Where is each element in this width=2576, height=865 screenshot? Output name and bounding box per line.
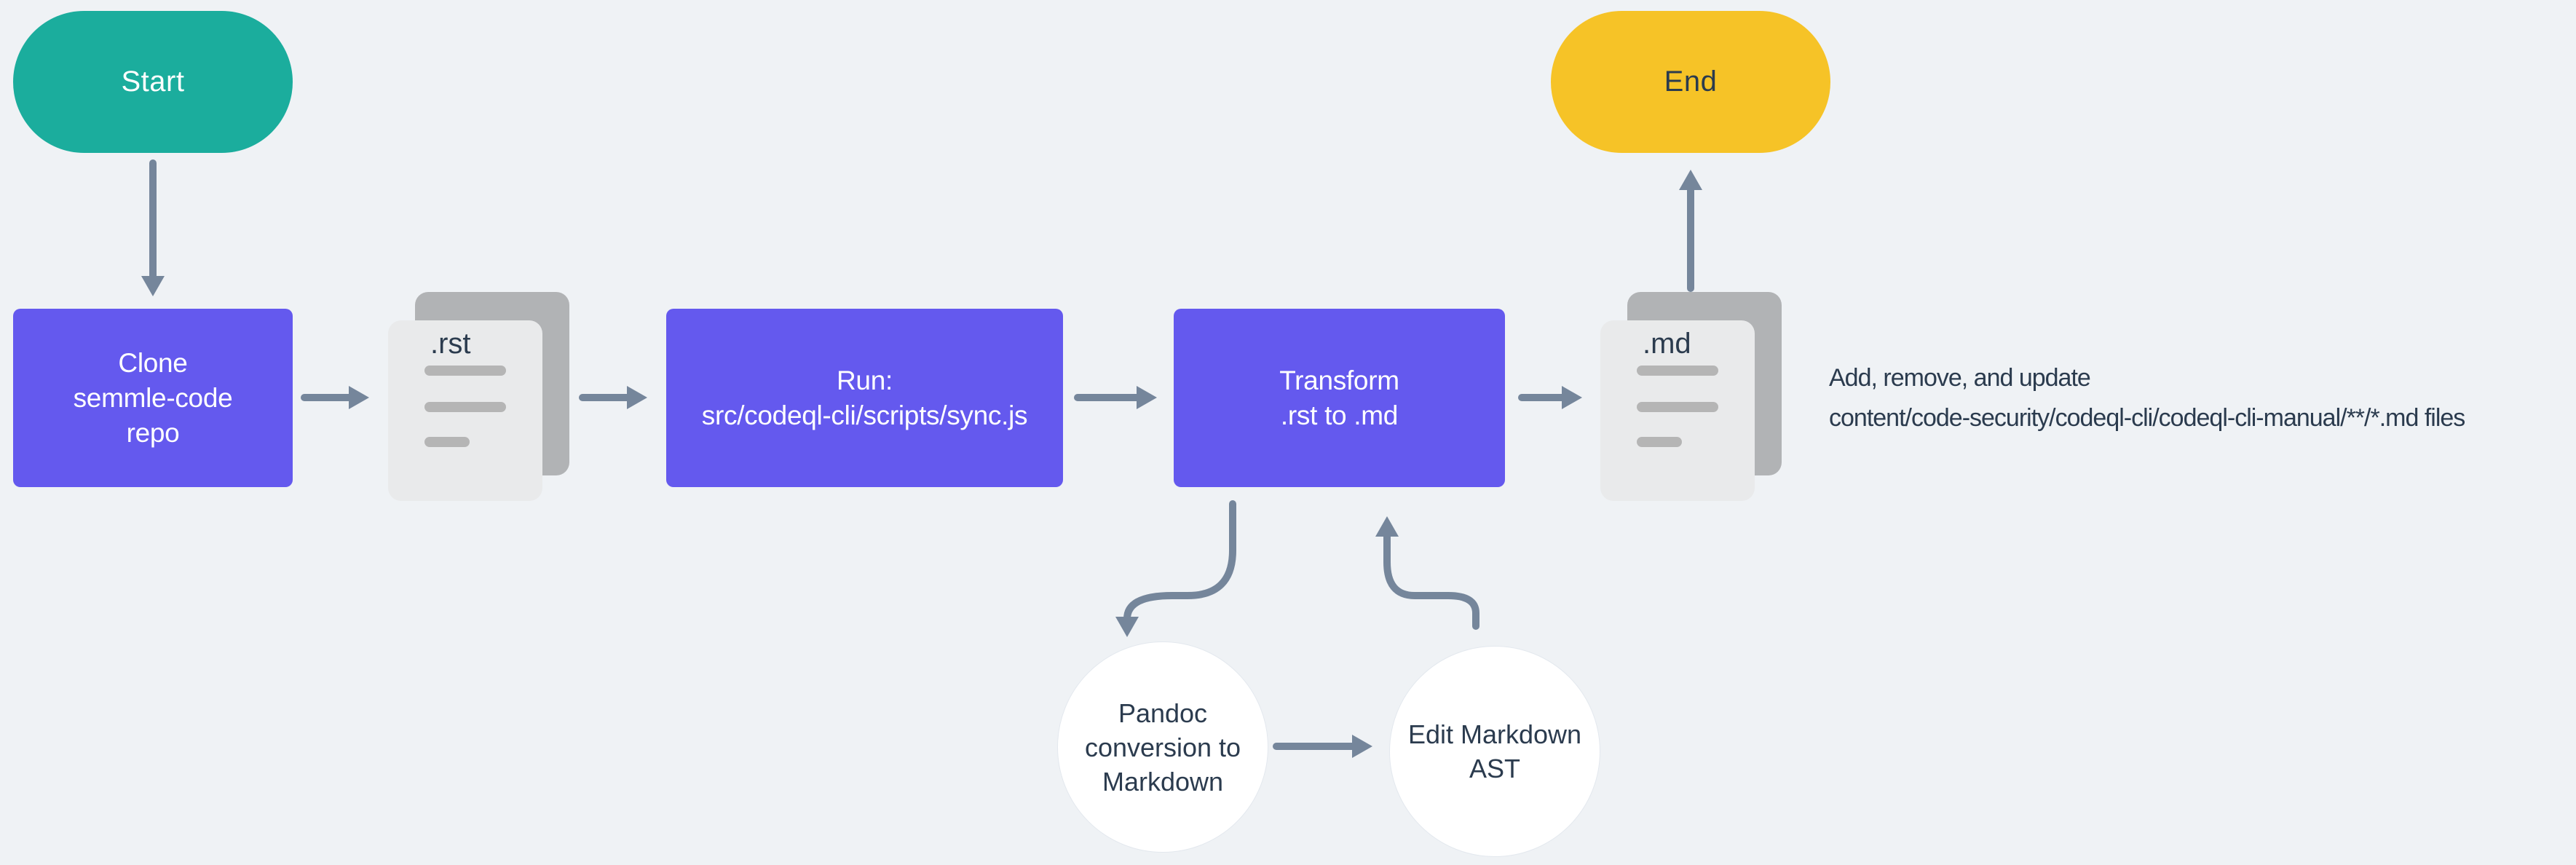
md-front-page: .md	[1600, 320, 1755, 501]
node-clone-line: semmle-code	[73, 382, 233, 413]
rst-file-icon: .rst	[388, 292, 570, 503]
node-clone-repo: Clone semmle-code repo	[13, 309, 293, 487]
node-run-line: src/codeql-cli/scripts/sync.js	[701, 400, 1028, 430]
text-line-bar	[1637, 437, 1682, 447]
text-line-bar	[1637, 366, 1718, 376]
rst-front-page: .rst	[388, 320, 542, 501]
rst-file-label: .rst	[430, 328, 471, 360]
node-pandoc-line: conversion to	[1084, 732, 1241, 762]
node-clone-line: repo	[126, 417, 180, 448]
node-edit-ast-line: AST	[1469, 754, 1520, 783]
node-edit-markdown-ast: Edit Markdown AST	[1389, 646, 1600, 857]
node-run-line: Run:	[837, 365, 893, 395]
annotation-line: Add, remove, and update	[1829, 364, 2091, 392]
node-end-label: End	[1664, 66, 1718, 98]
node-pandoc-line: Pandoc	[1118, 698, 1208, 728]
output-annotation: Add, remove, and update content/code-sec…	[1829, 358, 2465, 438]
arrow-transform-to-pandoc	[1115, 500, 1236, 637]
node-transform-line: Transform	[1279, 365, 1399, 395]
node-transform: Transform .rst to .md	[1174, 309, 1505, 487]
text-line-bar	[424, 402, 506, 412]
node-run-sync-script: Run: src/codeql-cli/scripts/sync.js	[666, 309, 1063, 487]
node-pandoc-line: Markdown	[1102, 766, 1224, 797]
node-edit-ast-line: Edit Markdown	[1407, 719, 1582, 749]
node-transform-line: .rst to .md	[1280, 400, 1399, 430]
node-end: End	[1551, 11, 1830, 153]
annotation-line: content/code-security/codeql-cli/codeql-…	[1829, 404, 2465, 432]
node-clone-line: Clone	[118, 347, 188, 378]
text-line-bar	[424, 437, 470, 447]
text-line-bar	[1637, 402, 1718, 412]
node-start: Start	[13, 11, 293, 153]
node-pandoc-conversion: Pandoc conversion to Markdown	[1057, 641, 1268, 853]
node-start-label: Start	[121, 66, 185, 98]
arrow-edit-to-transform	[1375, 516, 1479, 630]
md-file-icon: .md	[1600, 292, 1782, 503]
md-file-label: .md	[1643, 328, 1691, 360]
text-line-bar	[424, 366, 506, 376]
